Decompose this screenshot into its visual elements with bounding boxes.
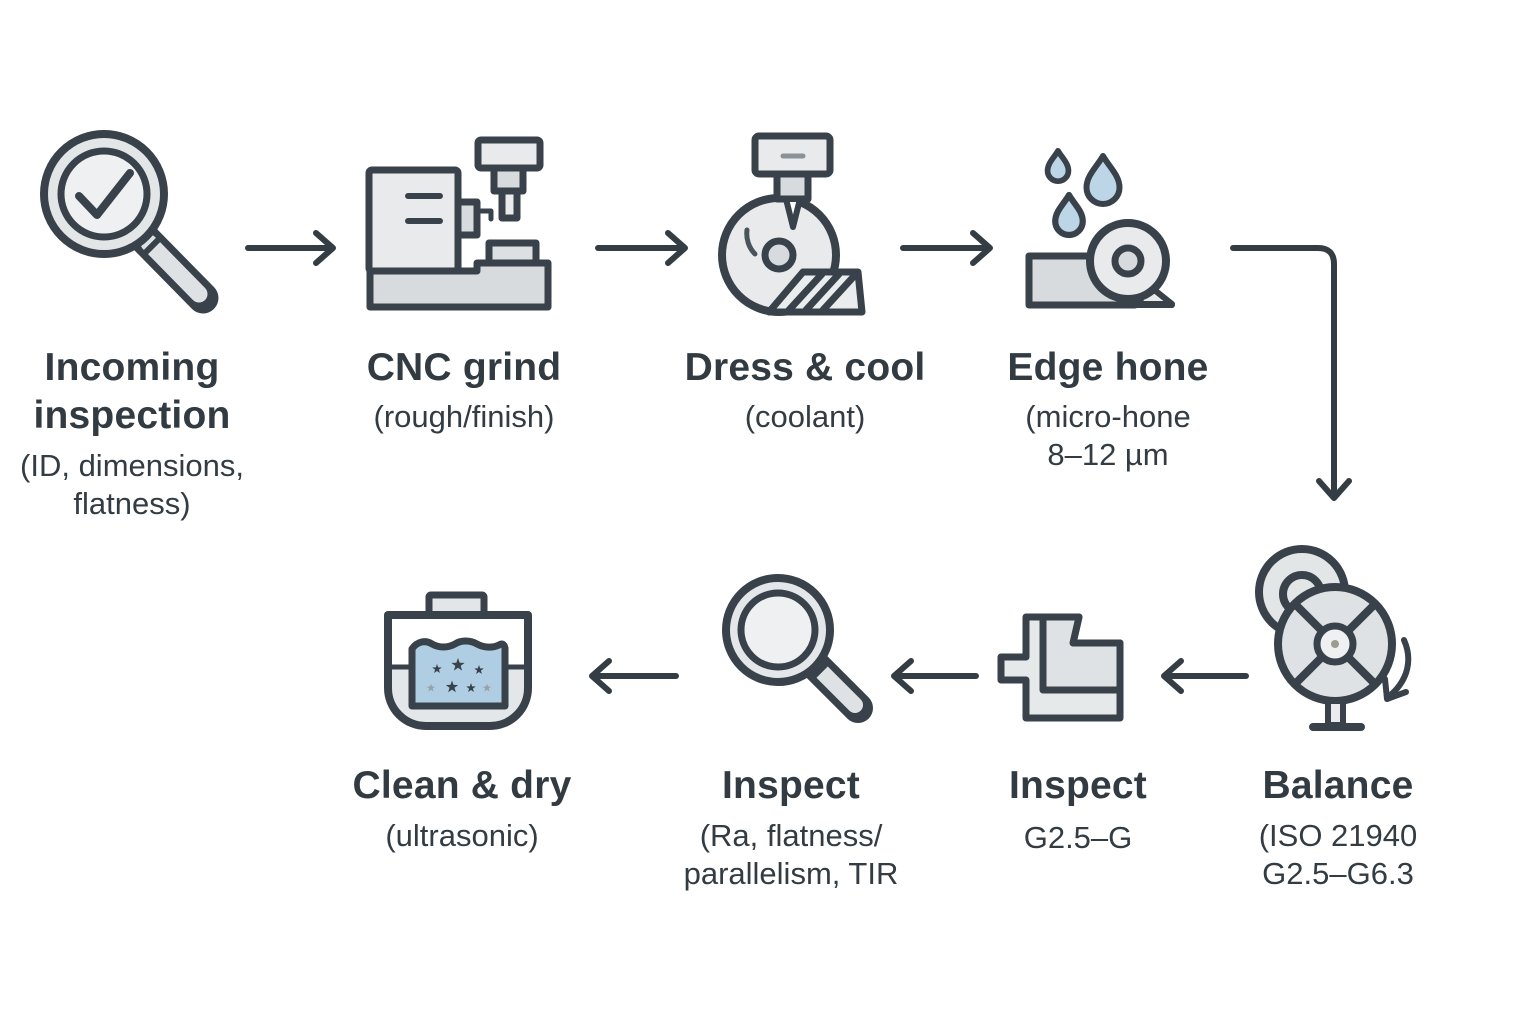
subtitle-line: (Ra, flatness/ [699, 818, 883, 853]
step-title-edge-hone: Edge hone [948, 344, 1268, 392]
arrow-left-3 [589, 658, 679, 694]
gauge-block-icon [997, 613, 1124, 722]
magnifier-icon [722, 574, 873, 723]
step-subtitle-balance: (ISO 21940 G2.5–G6.3 [1178, 817, 1498, 893]
grinding-wheel-dresser-icon [718, 132, 866, 316]
title-line: Clean & dry [352, 764, 572, 807]
subtitle-line: (ISO 21940 [1258, 818, 1418, 853]
title-line: Incoming [44, 346, 220, 389]
step-subtitle-dress-cool: (coolant) [645, 398, 965, 436]
subtitle-line: 8–12 µm [1047, 437, 1169, 472]
step-title-inspect-gauge: Inspect [918, 762, 1238, 810]
subtitle-line: (coolant) [744, 399, 866, 434]
title-line: inspection [33, 394, 231, 437]
title-line: Inspect [722, 764, 860, 807]
step-subtitle-cnc-grind: (rough/finish) [304, 398, 624, 436]
ultrasonic-bath-icon [384, 591, 532, 730]
subtitle-line: G2.5–G [1023, 820, 1133, 855]
step-subtitle-inspect-gauge: G2.5–G [918, 819, 1238, 857]
step-title-cnc-grind: CNC grind [304, 344, 624, 392]
magnifier-check-icon [40, 130, 219, 314]
subtitle-line: (micro-hone [1025, 399, 1191, 434]
arrow-right-2 [595, 230, 688, 266]
step-title-clean-dry: Clean & dry [302, 762, 622, 810]
step-title-inspect-surface: Inspect [631, 762, 951, 810]
droplets-roll-icon [1025, 151, 1175, 309]
title-line: Inspect [1009, 764, 1147, 807]
arrow-left-1 [1161, 658, 1249, 694]
coolant-droplets [1048, 151, 1120, 235]
arrow-right-3 [900, 230, 993, 266]
step-title-balance: Balance [1178, 762, 1498, 810]
cnc-machine-icon [365, 136, 552, 311]
step-subtitle-inspect-surface: (Ra, flatness/ parallelism, TIR [631, 817, 951, 893]
step-subtitle-incoming-inspection: (ID, dimensions, flatness) [0, 447, 292, 523]
title-line: CNC grind [366, 346, 562, 389]
subtitle-line: parallelism, TIR [683, 856, 899, 891]
arrow-left-2 [891, 658, 979, 694]
subtitle-line: (ID, dimensions, [20, 448, 244, 483]
title-line: Balance [1262, 764, 1414, 807]
subtitle-line: flatness) [73, 486, 191, 521]
subtitle-line: (ultrasonic) [385, 818, 539, 853]
step-subtitle-clean-dry: (ultrasonic) [302, 817, 622, 855]
step-subtitle-edge-hone: (micro-hone 8–12 µm [948, 398, 1268, 474]
step-title-dress-cool: Dress & cool [645, 344, 965, 392]
title-line: Dress & cool [684, 346, 926, 389]
subtitle-line: G2.5–G6.3 [1262, 856, 1414, 891]
arrow-right-1 [245, 230, 336, 266]
rotation-arrow [1382, 637, 1412, 702]
step-title-incoming-inspection: Incoming inspection [0, 344, 292, 440]
flow-arrows [245, 230, 1352, 694]
arrow-elbow-down [1230, 245, 1352, 501]
subtitle-line: (rough/finish) [373, 399, 555, 434]
title-line: Edge hone [1007, 346, 1209, 389]
balance-wheel-icon [1255, 545, 1412, 731]
